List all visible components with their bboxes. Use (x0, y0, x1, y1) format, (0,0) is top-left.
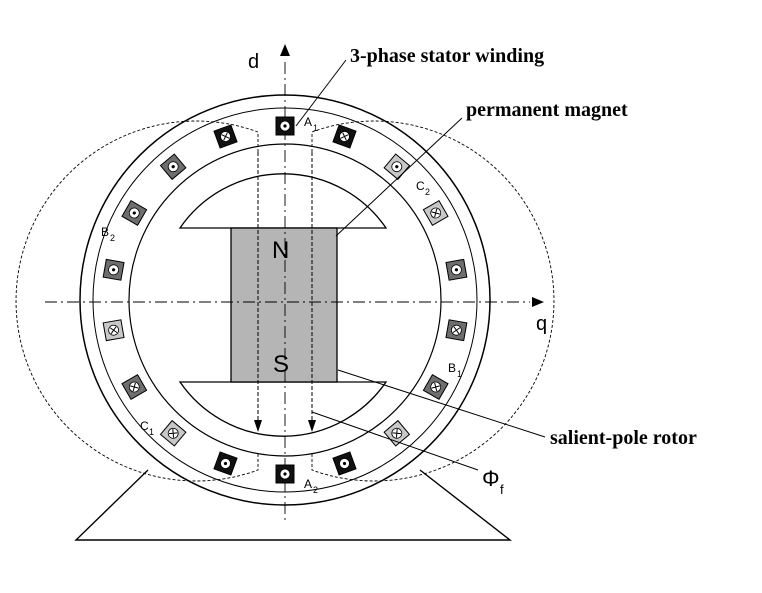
label-salient-pole-rotor: salient-pole rotor (550, 427, 697, 449)
phase-sub-b2: 2 (110, 233, 115, 243)
stator-coil-13 (121, 374, 148, 400)
q-axis-arrowhead (532, 297, 544, 307)
stator-coil-4 (422, 200, 449, 226)
phase-sub-a2: 2 (313, 485, 318, 495)
label-flux-symbol: Φ (482, 466, 500, 491)
label-stator-winding: 3-phase stator winding (350, 45, 544, 67)
stator-coil-18 (213, 124, 238, 149)
phase-label-b1: B (448, 361, 456, 375)
flux-loops (15, 120, 555, 482)
rotor-pole-bottom (178, 381, 388, 437)
stator-coil-12 (159, 419, 187, 447)
label-north: N (272, 237, 289, 264)
label-d-axis: d (248, 51, 259, 73)
label-flux-subscript: f (500, 482, 504, 497)
phase-sub-c2: 2 (425, 187, 430, 197)
stator-coil-14 (102, 319, 125, 342)
rotor-pole-top (178, 173, 388, 229)
d-axis-arrowhead (280, 44, 290, 56)
leader-lines (295, 59, 546, 471)
stator-coil-16 (121, 200, 148, 226)
phase-sub-b1: 1 (457, 369, 462, 379)
phase-label-a1: A (304, 115, 312, 129)
base-feet (74, 469, 513, 541)
phase-label-a2: A (304, 477, 312, 491)
stator-coil-7 (422, 374, 449, 400)
stator-coil-15 (102, 258, 125, 281)
phase-label-c2: C (416, 179, 425, 193)
stator-coil-9 (332, 451, 357, 476)
stator-coil-17 (159, 153, 187, 181)
phase-sub-c1: 1 (149, 427, 154, 437)
permanent-magnet-block (230, 227, 338, 383)
stator-coil-2 (332, 124, 357, 149)
label-south: S (273, 351, 289, 378)
stator-coils (102, 116, 468, 484)
phase-label-b2: B (101, 225, 109, 239)
flux-arrows (257, 152, 313, 422)
stator-coil-1 (275, 116, 295, 136)
phase-sub-a1: 1 (313, 123, 318, 133)
phase-label-c1: C (140, 419, 149, 433)
flux-arrowhead-right (308, 420, 316, 432)
stator-coil-10 (275, 464, 295, 484)
label-permanent-magnet: permanent magnet (466, 99, 628, 121)
flux-arrowhead-left (254, 420, 262, 432)
stator-coil-6 (445, 319, 468, 342)
stator-coil-5 (445, 258, 468, 281)
stator-coil-11 (213, 451, 238, 476)
label-q-axis: q (536, 313, 547, 335)
